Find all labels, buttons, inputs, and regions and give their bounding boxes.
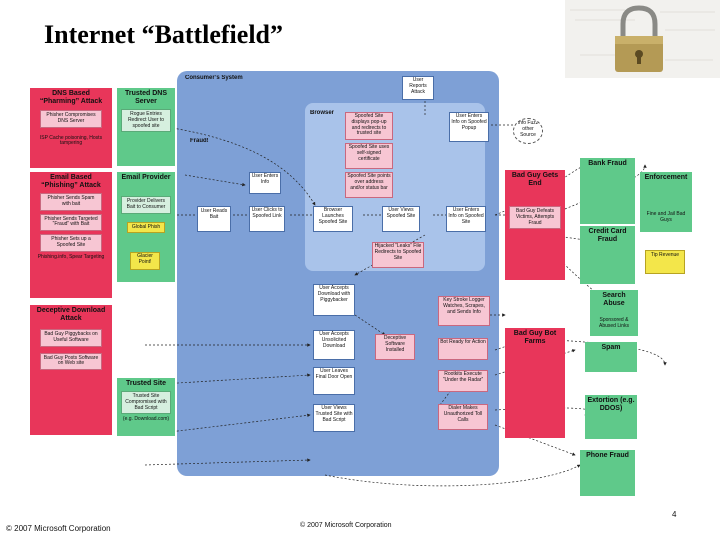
user-leaves-door-box: User Leaves Final Door Open (313, 367, 355, 395)
dns-attack-title: DNS Based “Pharming” Attack (39, 90, 103, 106)
fine-jail-text: Fine and Jail Bad Guys (646, 211, 686, 223)
browser-launches-box: Browser Launches Spoofed Site (313, 206, 353, 232)
user-enters-info-box: User Enters Info (249, 172, 281, 194)
browser-label: Browser (310, 110, 335, 116)
glacier-point-note: Glacier Point! (130, 252, 160, 270)
bank-fraud-box: Bank Fraud (580, 158, 635, 224)
email-step-1: Phisher Sends Spam with bait (40, 193, 102, 211)
phone-fraud-box: Phone Fraud (580, 450, 635, 496)
dns-attack-step: Phisher Compromises DNS Server (40, 110, 102, 128)
fraud-label: Fraud! (190, 138, 209, 144)
trusted-site-title: Trusted Site (125, 380, 167, 387)
footer-copyright-center: © 2007 Microsoft Corporation (300, 522, 392, 529)
search-abuse-title: Search Abuse (602, 292, 626, 308)
credit-card-fraud-box: Credit Card Fraud (580, 226, 635, 284)
page-title: Internet “Battlefield” (44, 20, 284, 49)
rootkits-box: Rootkits Execute “Under the Radar” (438, 370, 488, 392)
spam-box: Spam (585, 342, 637, 372)
user-accepts-unsolicited-box: User Accepts Unsolicited Download (313, 330, 355, 360)
bad-guy-gets-title: Bad Guy Gets End (511, 172, 559, 188)
download-step-2: Bad Guy Posts Software on Web site (40, 352, 102, 371)
trusted-site-note: (e.g. Download.com) (122, 416, 170, 423)
trusted-dns-box: Trusted DNS Server Rogue Entries Redirec… (117, 88, 175, 166)
sponsored-links-text: Sponsored & Abused Links (598, 317, 630, 329)
user-reads-bait-box: User Reads Bait (197, 206, 231, 232)
consumer-system-label: Consumer’s System (185, 75, 243, 81)
download-attack-box: Deceptive Download Attack Bad Guy Piggyb… (30, 305, 112, 435)
spoofed-bar-box: Spoofed Site points over address and/or … (345, 172, 393, 198)
email-provider-title: Email Provider (121, 174, 171, 181)
page-number: 4 (672, 510, 677, 519)
dialer-box: Dialer Makes Unauthorized Toll Calls (438, 404, 488, 430)
info-to-other-source: Info Fuzz other Source (513, 118, 543, 144)
email-step-2: Phisher Sends Targeted “Fraud” with Bait (40, 213, 102, 232)
user-views-spoofed-box: User Views Spoofed Site (382, 206, 420, 232)
user-views-trusted-box: User Views Trusted Site with Bad Script (313, 404, 355, 432)
phone-fraud-title: Phone Fraud (586, 452, 629, 459)
trusted-site-step: Trusted Site Compromised with Bad Script (121, 391, 171, 415)
dns-attack-note: ISP Cache poisoning, Hosts tampering (39, 134, 103, 147)
bank-fraud-title: Bank Fraud (588, 160, 627, 167)
global-phish-note: Global Phish (127, 221, 165, 234)
email-note: Phishing.info, Spear Targeting (37, 253, 105, 260)
credit-card-fraud-title: Credit Card Fraud (588, 228, 627, 244)
bot-ready-box: Bot Ready for Action (438, 338, 488, 360)
email-step-3: Phisher Sets up a Spoofed Site (40, 234, 102, 252)
tip-revenue-note: Tip Revenue (645, 250, 685, 274)
dns-attack-box: DNS Based “Pharming” Attack Phisher Comp… (30, 88, 112, 168)
email-provider-step: Provider Delivers Bait to Consumer (121, 196, 171, 214)
email-attack-title: Email Based “Phishing” Attack (41, 174, 101, 190)
bad-guy-gets-box: Bad Guy Gets End Bad Guy Defeats Victims… (505, 170, 565, 280)
user-clicks-link-box: User Clicks to Spoofed Link (249, 206, 285, 232)
enforcement-box: Enforcement Fine and Jail Bad Guys (640, 172, 692, 232)
spam-title: Spam (601, 344, 621, 351)
extortion-box: Extortion (e.g. DDOS) (585, 395, 637, 439)
bad-guy-bot-farms-title: Bad Guy Bot Farms (513, 330, 557, 346)
hijacked-file-box: Hijacked “Leaks” File Redirects to Spoof… (372, 242, 424, 268)
trusted-dns-title: Trusted DNS Server (124, 90, 167, 106)
trusted-site-box: Trusted Site Trusted Site Compromised wi… (117, 378, 175, 436)
bad-guy-attempts-step: Bad Guy Defeats Victims, Attempts Fraud (509, 206, 561, 230)
enforcement-title: Enforcement (644, 174, 688, 181)
user-reports-box: User Reports Attack (402, 76, 434, 100)
user-enters-popup-box: User Enters Info on Spoofed Popup (449, 112, 489, 142)
deceptive-software-box: Deceptive Software Installed (375, 334, 415, 360)
download-step-1: Bad Guy Piggybacks on Useful Software (40, 329, 102, 347)
extortion-title: Extortion (e.g. DDOS) (587, 397, 635, 413)
keystroke-logger-box: Key Stroke Logger Watches, Scrapes, and … (438, 296, 490, 326)
search-abuse-box: Search Abuse Sponsored & Abused Links (590, 290, 638, 336)
download-attack-title: Deceptive Download Attack (36, 307, 106, 323)
email-attack-box: Email Based “Phishing” Attack Phisher Se… (30, 172, 112, 298)
bad-guy-bot-farms-box: Bad Guy Bot Farms (505, 328, 565, 438)
user-enters-spoofed-box: User Enters Info on Spoofed Site (446, 206, 486, 232)
trusted-dns-step: Rogue Entries Redirect User to spoofed s… (121, 109, 171, 133)
spoofed-cert-box: Spoofed Site uses self-signed certificat… (345, 143, 393, 169)
padlock-illustration (565, 0, 720, 78)
spoofed-popup-box: Spoofed Site displays pop-up and redirec… (345, 112, 393, 140)
footer-copyright-left: © 2007 Microsoft Corporation (6, 524, 111, 533)
user-accepts-piggyback-box: User Accepts Download with Piggybacker (313, 284, 355, 316)
